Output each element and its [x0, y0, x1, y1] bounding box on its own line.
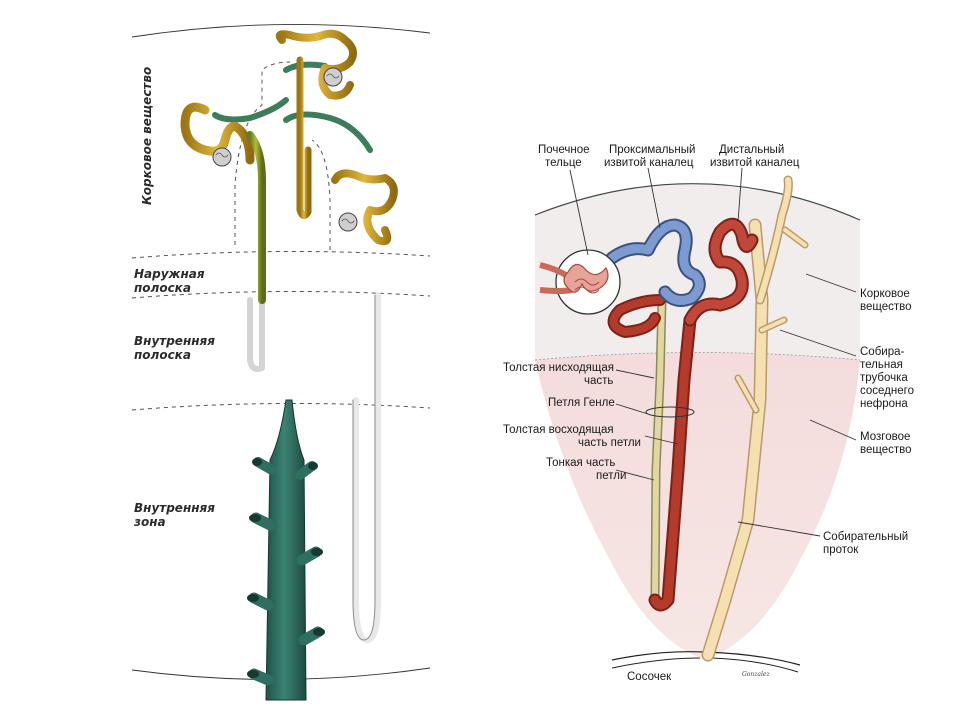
label-inner-zone-1: Внутренняя: [134, 501, 215, 515]
label-outer-stripe-2: полоска: [134, 281, 191, 295]
label-medulla-1: Мозговое: [860, 431, 910, 443]
right-diagram: Почечное тельце Проксимальный извитой ка…: [503, 144, 914, 683]
label-collecting-tubule-4: соседнего: [860, 385, 914, 397]
label-thick-desc-1: Толстая нисходящая: [503, 362, 614, 374]
label-thick-asc-1: Толстая восходящая: [503, 424, 614, 436]
left-nephron-juxtamedullary: [331, 169, 398, 643]
label-collecting-duct-2: проток: [823, 544, 859, 556]
label-collecting-tubule-5: нефрона: [860, 398, 908, 410]
label-renal-corpuscle-2: тельце: [545, 157, 582, 169]
label-thin-part-2: петли: [596, 470, 626, 482]
label-medulla-2: вещество: [860, 444, 912, 456]
left-connecting-tubules: [212, 61, 373, 153]
label-cortex-vertical: Корковое вещество: [140, 67, 154, 205]
label-inner-stripe-2: полоска: [134, 348, 191, 362]
label-inner-zone-2: зона: [133, 515, 166, 529]
label-collecting-tubule-2: тельная: [860, 359, 903, 371]
proximal-convoluted-tubule: [605, 218, 706, 307]
label-cortex-2: вещество: [860, 301, 912, 313]
label-inner-stripe-1: Внутренняя: [134, 334, 215, 348]
medullary-ray-right: [311, 139, 331, 250]
label-henle-loop: Петля Генле: [548, 397, 615, 409]
left-nephron-cortical: [180, 102, 266, 372]
outer-stripe-boundary-line: [131, 290, 431, 299]
medullary-ray-left: [234, 61, 291, 245]
label-proximal-1: Проксимальный: [609, 144, 695, 156]
artist-signature: Gonzalez: [742, 671, 770, 678]
label-papilla: Сосочек: [627, 671, 672, 683]
label-thick-desc-2: часть: [584, 375, 613, 387]
collecting-duct: [701, 175, 809, 662]
cortex-top-arc: [131, 23, 431, 38]
label-distal-2: извитой каналец: [710, 157, 800, 169]
left-nephron-superficial: [275, 29, 358, 219]
left-diagram: Корковое вещество Наружная полоска Внутр…: [131, 23, 431, 701]
label-cortex-1: Корковое: [860, 288, 910, 300]
label-thin-part-1: Тонкая часть: [546, 457, 615, 469]
label-proximal-2: извитой каналец: [604, 157, 694, 169]
distal-convoluted-tubule: [607, 217, 759, 338]
medulla-pyramid: [535, 352, 860, 660]
capsule-line: [534, 183, 861, 221]
cortex-boundary-line: [131, 250, 431, 259]
label-outer-stripe-1: Наружная: [134, 267, 205, 281]
loop-of-henle: [645, 295, 697, 612]
label-collecting-duct-1: Собирательный: [823, 531, 908, 543]
inner-stripe-boundary-line: [131, 402, 431, 411]
label-renal-corpuscle-1: Почечное: [538, 144, 590, 156]
label-thick-asc-2: часть петли: [578, 437, 641, 449]
label-collecting-tubule-3: трубочка: [860, 372, 908, 384]
label-collecting-tubule-1: Собира-: [860, 346, 905, 358]
leader-lines: [569, 167, 857, 537]
left-collecting-duct: [247, 55, 325, 701]
renal-corpuscle: [539, 249, 621, 315]
label-distal-1: Дистальный: [719, 144, 784, 156]
